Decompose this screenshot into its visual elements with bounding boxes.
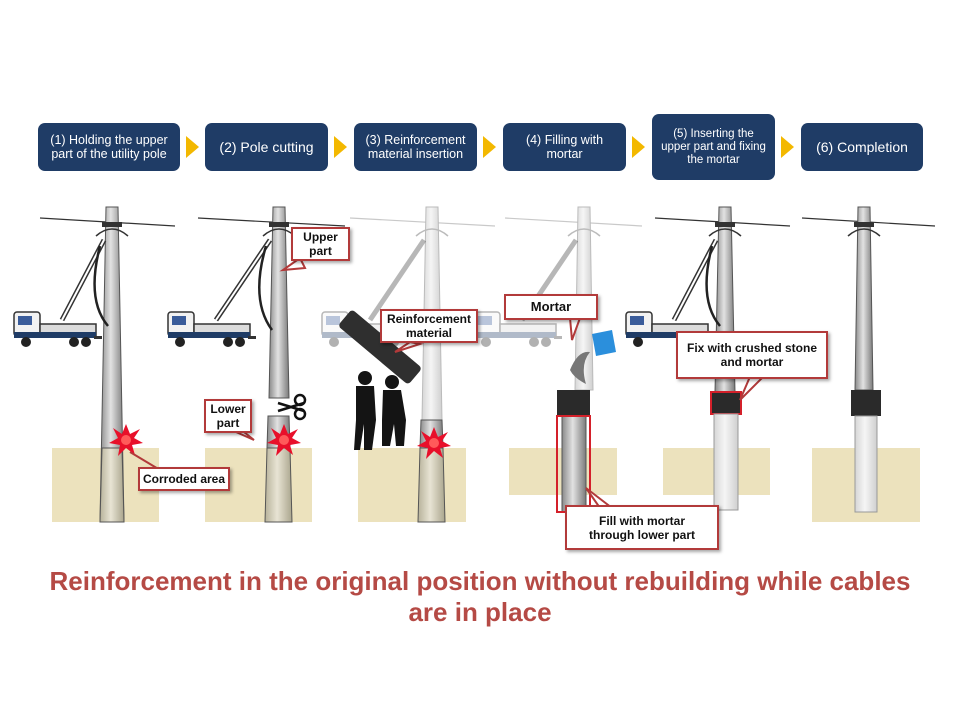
panel-2 <box>167 206 307 523</box>
step-5-inserting: (5) Inserting the upper part and fixing … <box>652 114 775 180</box>
callout-fix-crushed-stone: Fix with crushed stone and mortar <box>676 331 828 379</box>
step-arrow-icon <box>632 136 645 158</box>
scissors-icon <box>277 393 307 421</box>
panel-6 <box>847 206 881 513</box>
mortar-bucket-icon <box>592 330 616 356</box>
step-arrow-icon <box>186 136 199 158</box>
callout-lower-part: Lower part <box>204 399 252 433</box>
callout-upper-part: Upper part <box>291 227 350 261</box>
crane-truck-icon <box>167 311 257 348</box>
step-4-filling: (4) Filling with mortar <box>503 123 626 171</box>
step-arrow-icon <box>334 136 347 158</box>
step-6-completion: (6) Completion <box>801 123 923 171</box>
crane-truck-icon <box>13 311 103 348</box>
step-2-cutting: (2) Pole cutting <box>205 123 328 171</box>
step-1-holding: (1) Holding the upper part of the utilit… <box>38 123 180 171</box>
callout-reinforcement-material: Reinforcement material <box>380 309 478 343</box>
callout-corroded-area: Corroded area <box>138 467 230 491</box>
panel-5 <box>625 206 742 511</box>
step-arrow-icon <box>483 136 496 158</box>
worker-silhouette-icon <box>354 371 406 450</box>
step-arrow-icon <box>781 136 794 158</box>
callout-fill-mortar-lower: Fill with mortar through lower part <box>565 505 719 550</box>
step-3-reinforcement: (3) Reinforcement material insertion <box>354 123 477 171</box>
callout-mortar: Mortar <box>504 294 598 320</box>
panel-1 <box>13 206 143 523</box>
headline: Reinforcement in the original position w… <box>49 566 911 627</box>
